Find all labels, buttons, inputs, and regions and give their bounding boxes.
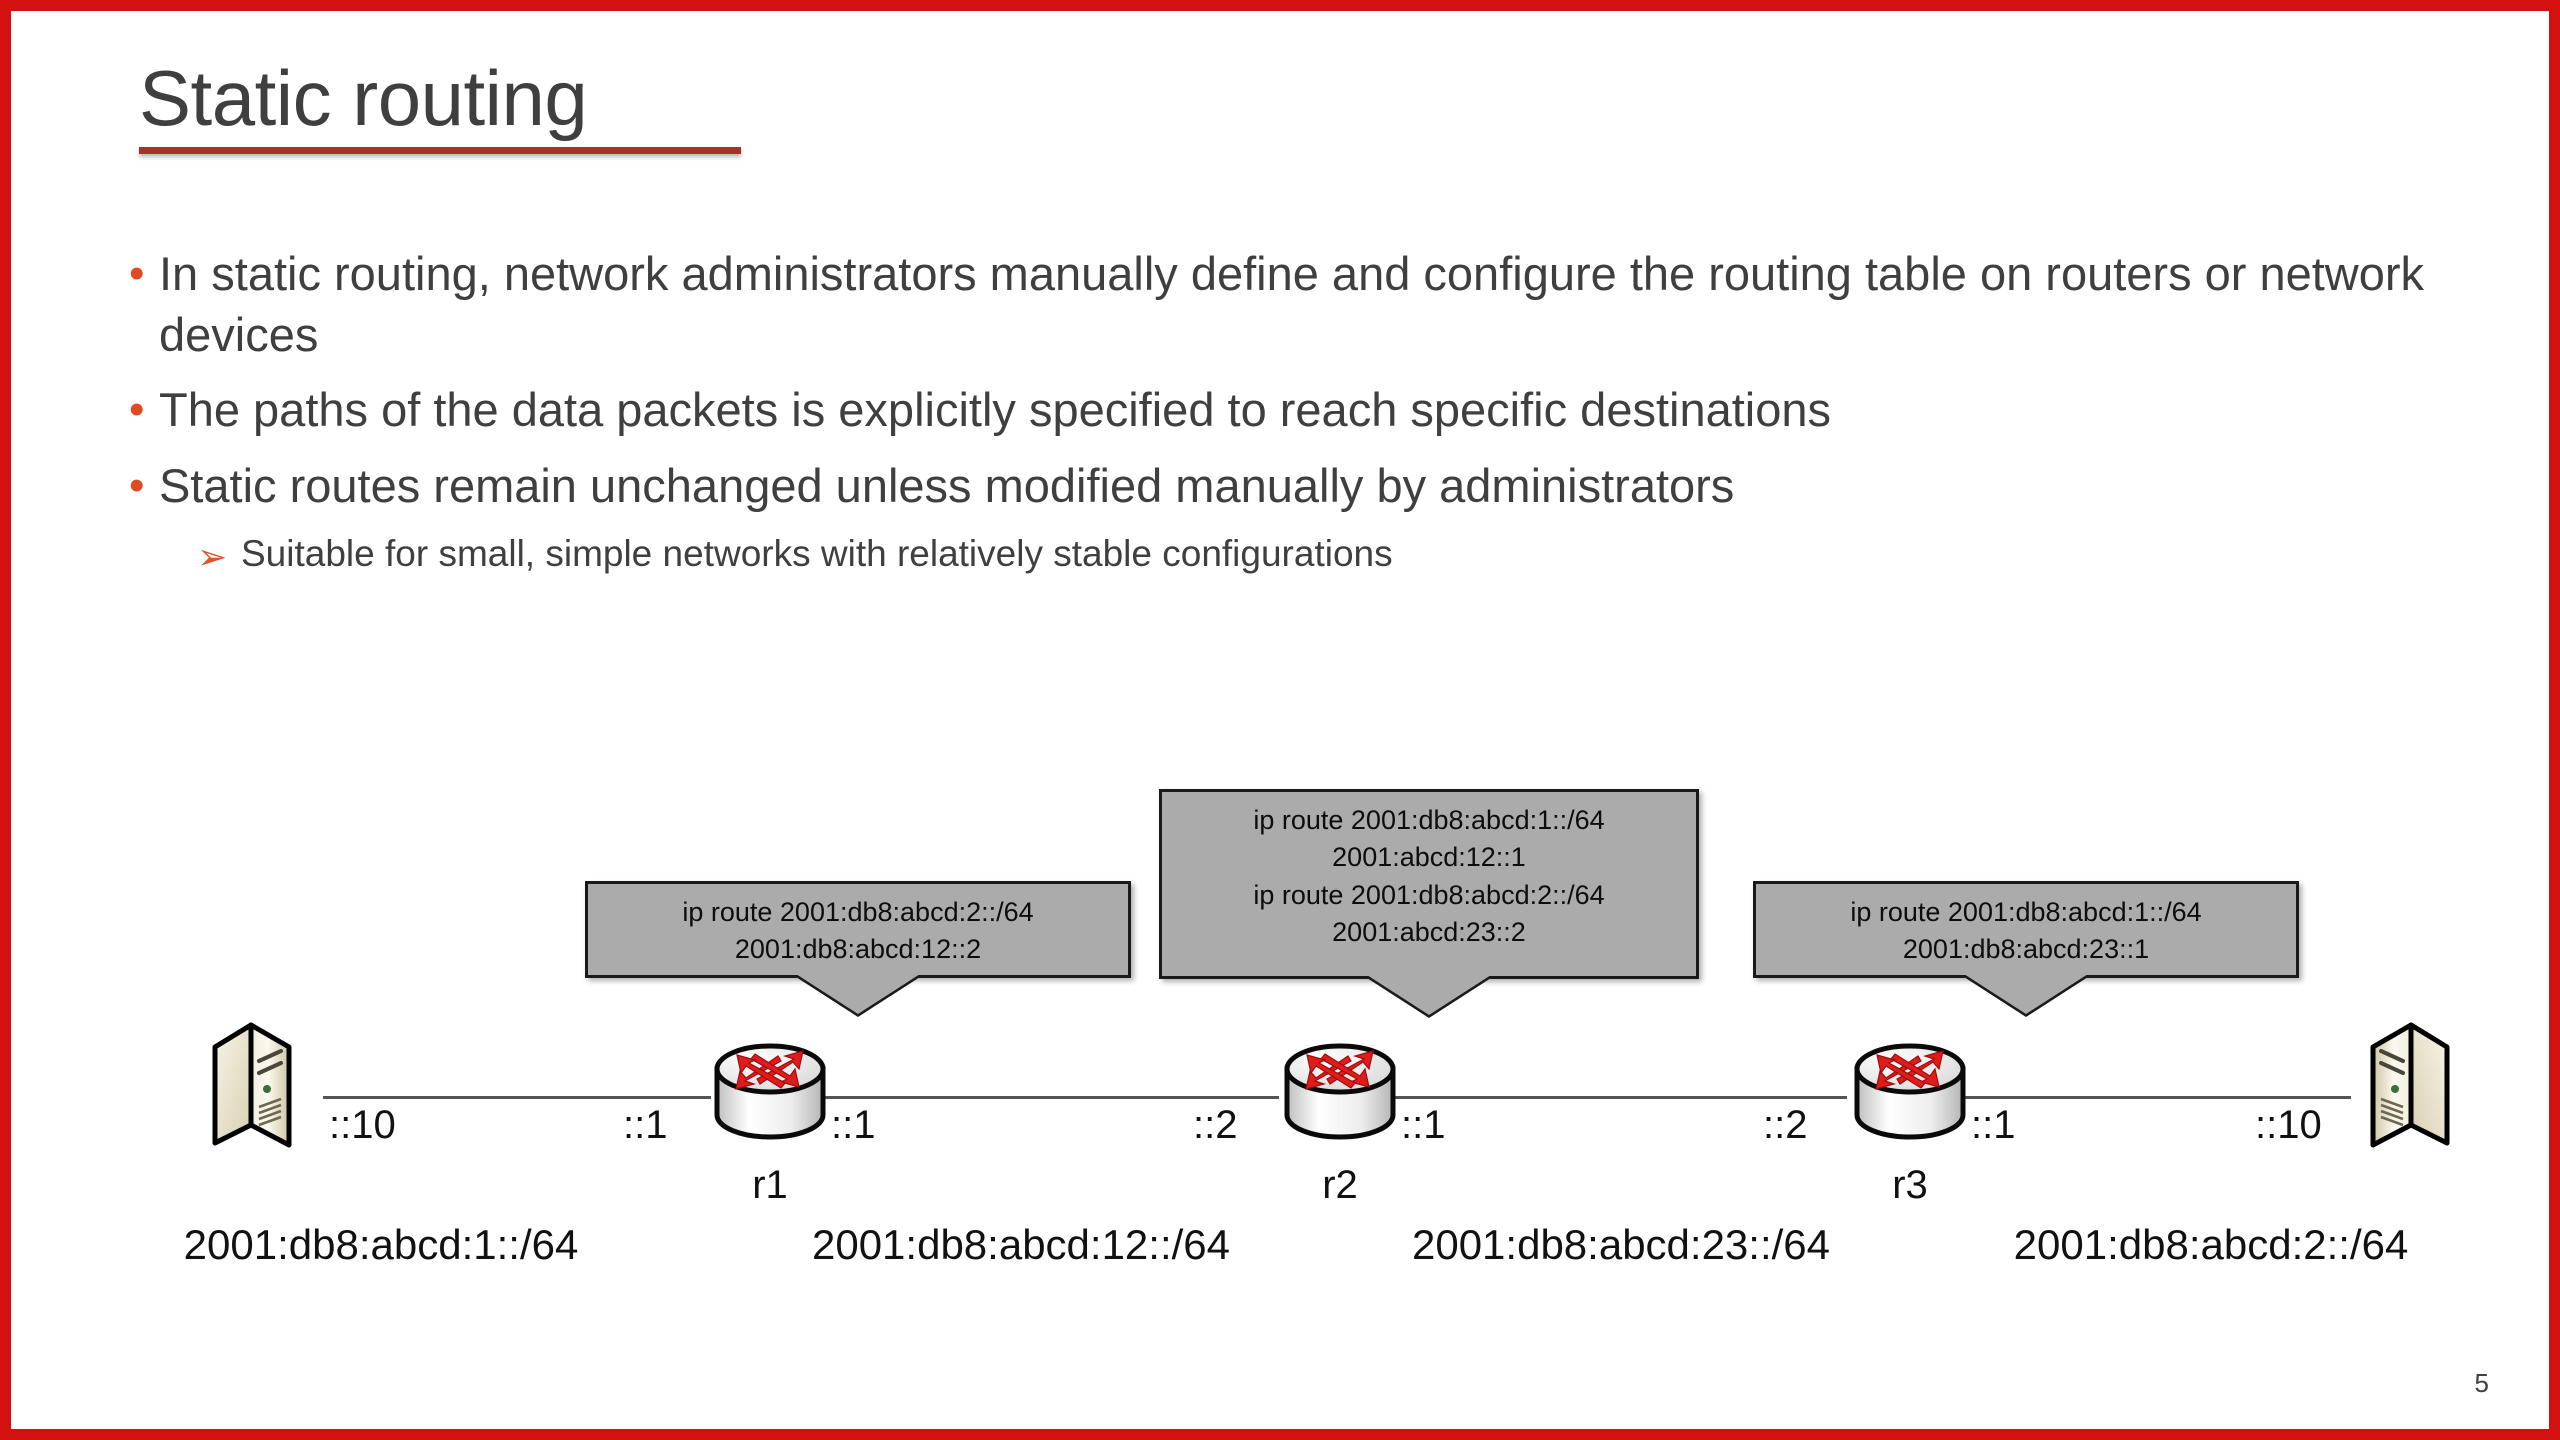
sub-bullet-text: Suitable for small, simple networks with… [241, 533, 1393, 575]
callout-r1-line-2: 2001:db8:abcd:12::2 [734, 934, 982, 965]
callout-r2-line-4: 2001:abcd:23::2 [1332, 916, 1526, 947]
router-r1-icon [711, 1039, 829, 1147]
bullet-text-2: The paths of the data packets is explici… [159, 383, 1832, 437]
bullet-list: • In static routing, network administrat… [129, 243, 2469, 583]
bullet-dot-icon: • [129, 249, 145, 298]
subnet-label-3: 2001:db8:abcd:23::/64 [1411, 1221, 1831, 1268]
arrow-bullet-icon: ➢ [197, 536, 228, 578]
title-block: Static routing [139, 59, 759, 154]
router-r2-icon [1281, 1039, 1399, 1147]
title-underline-rule [139, 147, 741, 154]
bullet-dot-icon: • [129, 461, 145, 511]
subnet-label-4: 2001:db8:abcd:2::/64 [2013, 1221, 2409, 1268]
subnet-label-1: 2001:db8:abcd:1::/64 [183, 1221, 579, 1268]
router-r2-right-iface-label: ::1 [1401, 1103, 1446, 1147]
sub-bullet-item: ➢ Suitable for small, simple networks wi… [197, 531, 2469, 583]
link-line-r2-r3 [1389, 1096, 1847, 1099]
callout-r2-line-2: 2001:abcd:12::1 [1332, 842, 1526, 873]
link-line-r3-host2 [1959, 1096, 2351, 1099]
callout-r1-tail [796, 974, 920, 1014]
router-r3-name-label: r3 [1892, 1163, 1928, 1207]
bullet-text-1: In static routing, network administrator… [159, 247, 2425, 362]
callout-r3: ip route 2001:db8:abcd:1::/64 2001:db8:a… [1753, 881, 2299, 1014]
bullet-item-3: • Static routes remain unchanged unless … [129, 455, 2469, 517]
router-r2-left-iface-label: ::2 [1193, 1103, 1238, 1147]
bullet-item-2: • The paths of the data packets is expli… [129, 379, 2469, 441]
bullet-text-3: Static routes remain unchanged unless mo… [159, 459, 1735, 513]
callout-r1: ip route 2001:db8:abcd:2::/64 2001:db8:a… [585, 881, 1131, 1014]
host-right-icon [2341, 1021, 2451, 1149]
link-line-host1-r1 [323, 1096, 711, 1099]
callout-r2-line-3: ip route 2001:db8:abcd:2::/64 [1253, 879, 1605, 910]
router-r3-right-iface-label: ::1 [1971, 1103, 2016, 1147]
network-topology-diagram: ip route 2001:db8:abcd:2::/64 2001:db8:a… [11, 771, 2560, 1331]
page-title: Static routing [139, 54, 588, 142]
callout-r3-line-2: 2001:db8:abcd:23::1 [1902, 934, 2150, 965]
callout-r2-tail [1367, 975, 1491, 1015]
callout-r1-line-1: ip route 2001:db8:abcd:2::/64 [682, 897, 1034, 927]
bullet-dot-icon: • [129, 385, 145, 435]
link-line-r1-r2 [819, 1096, 1279, 1099]
host-left-icon [211, 1021, 321, 1149]
callout-r3-line-1: ip route 2001:db8:abcd:1::/64 [1850, 897, 2202, 927]
callout-r3-tail [1964, 974, 2088, 1014]
callout-r2: ip route 2001:db8:abcd:1::/64 2001:abcd:… [1159, 789, 1699, 1015]
callout-r2-line-1: ip route 2001:db8:abcd:1::/64 [1253, 805, 1605, 835]
bullet-item-1: • In static routing, network administrat… [129, 243, 2469, 365]
slide-number: 5 [2474, 1368, 2489, 1398]
router-r1-name-label: r1 [752, 1163, 788, 1207]
router-r3-icon [1851, 1039, 1969, 1147]
router-r1-right-iface-label: ::1 [831, 1103, 876, 1147]
subnet-label-2: 2001:db8:abcd:12::/64 [811, 1221, 1231, 1268]
host-right-iface-label: ::10 [2255, 1103, 2322, 1147]
router-r3-left-iface-label: ::2 [1763, 1103, 1808, 1147]
router-r1-left-iface-label: ::1 [623, 1103, 668, 1147]
host-left-iface-label: ::10 [329, 1103, 396, 1147]
router-r2-name-label: r2 [1322, 1163, 1358, 1207]
